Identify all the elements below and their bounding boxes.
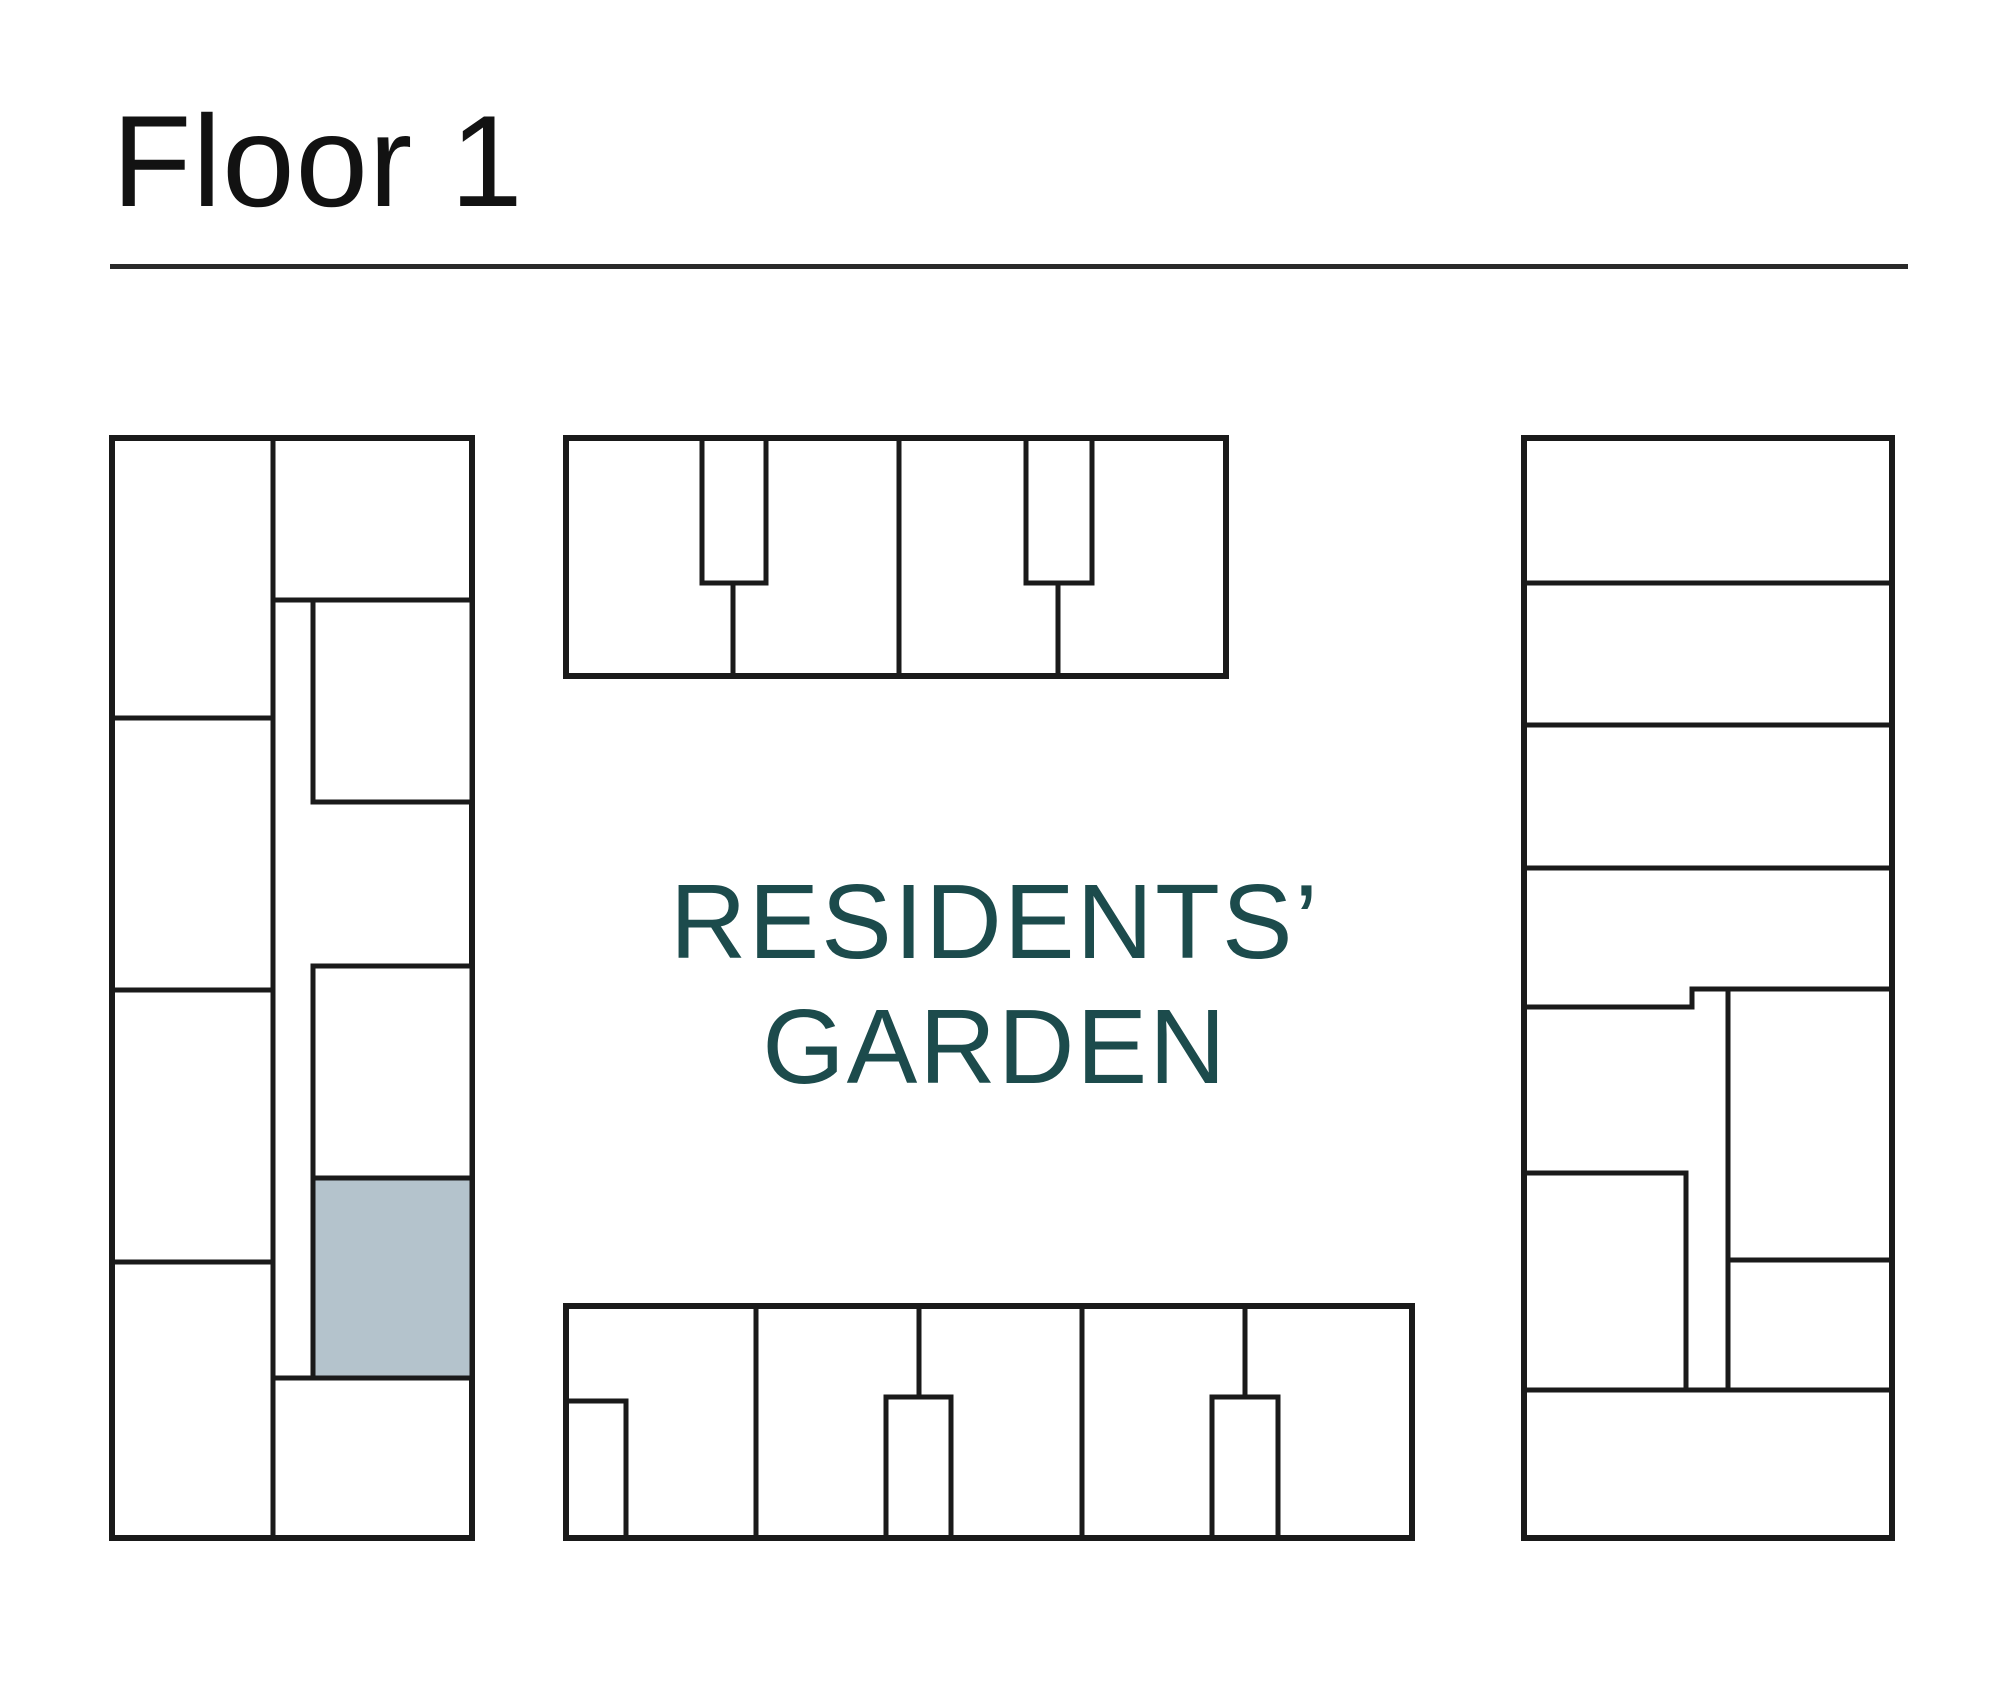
west-unit-middle[interactable] bbox=[310, 963, 475, 1181]
west-unit-upper[interactable] bbox=[310, 597, 475, 805]
east-building bbox=[1521, 435, 1895, 1541]
south-core-middle bbox=[883, 1394, 954, 1541]
north-core-left bbox=[699, 435, 769, 586]
north-building bbox=[563, 435, 1229, 679]
north-building-outline bbox=[563, 435, 1229, 679]
floor-title: Floor 1 bbox=[112, 88, 524, 234]
north-core-right bbox=[1023, 435, 1095, 586]
west-building bbox=[109, 435, 475, 1541]
south-core-left bbox=[563, 1398, 629, 1541]
south-building-outline bbox=[563, 1303, 1415, 1541]
highlighted-unit[interactable] bbox=[310, 1175, 475, 1381]
residents-garden-label: RESIDENTS’ GARDEN bbox=[600, 860, 1390, 1110]
south-building bbox=[563, 1303, 1415, 1541]
garden-label-line-2: GARDEN bbox=[762, 988, 1228, 1107]
garden-label-line-1: RESIDENTS’ bbox=[669, 863, 1321, 981]
title-divider bbox=[110, 264, 1908, 269]
south-core-right bbox=[1209, 1394, 1281, 1541]
